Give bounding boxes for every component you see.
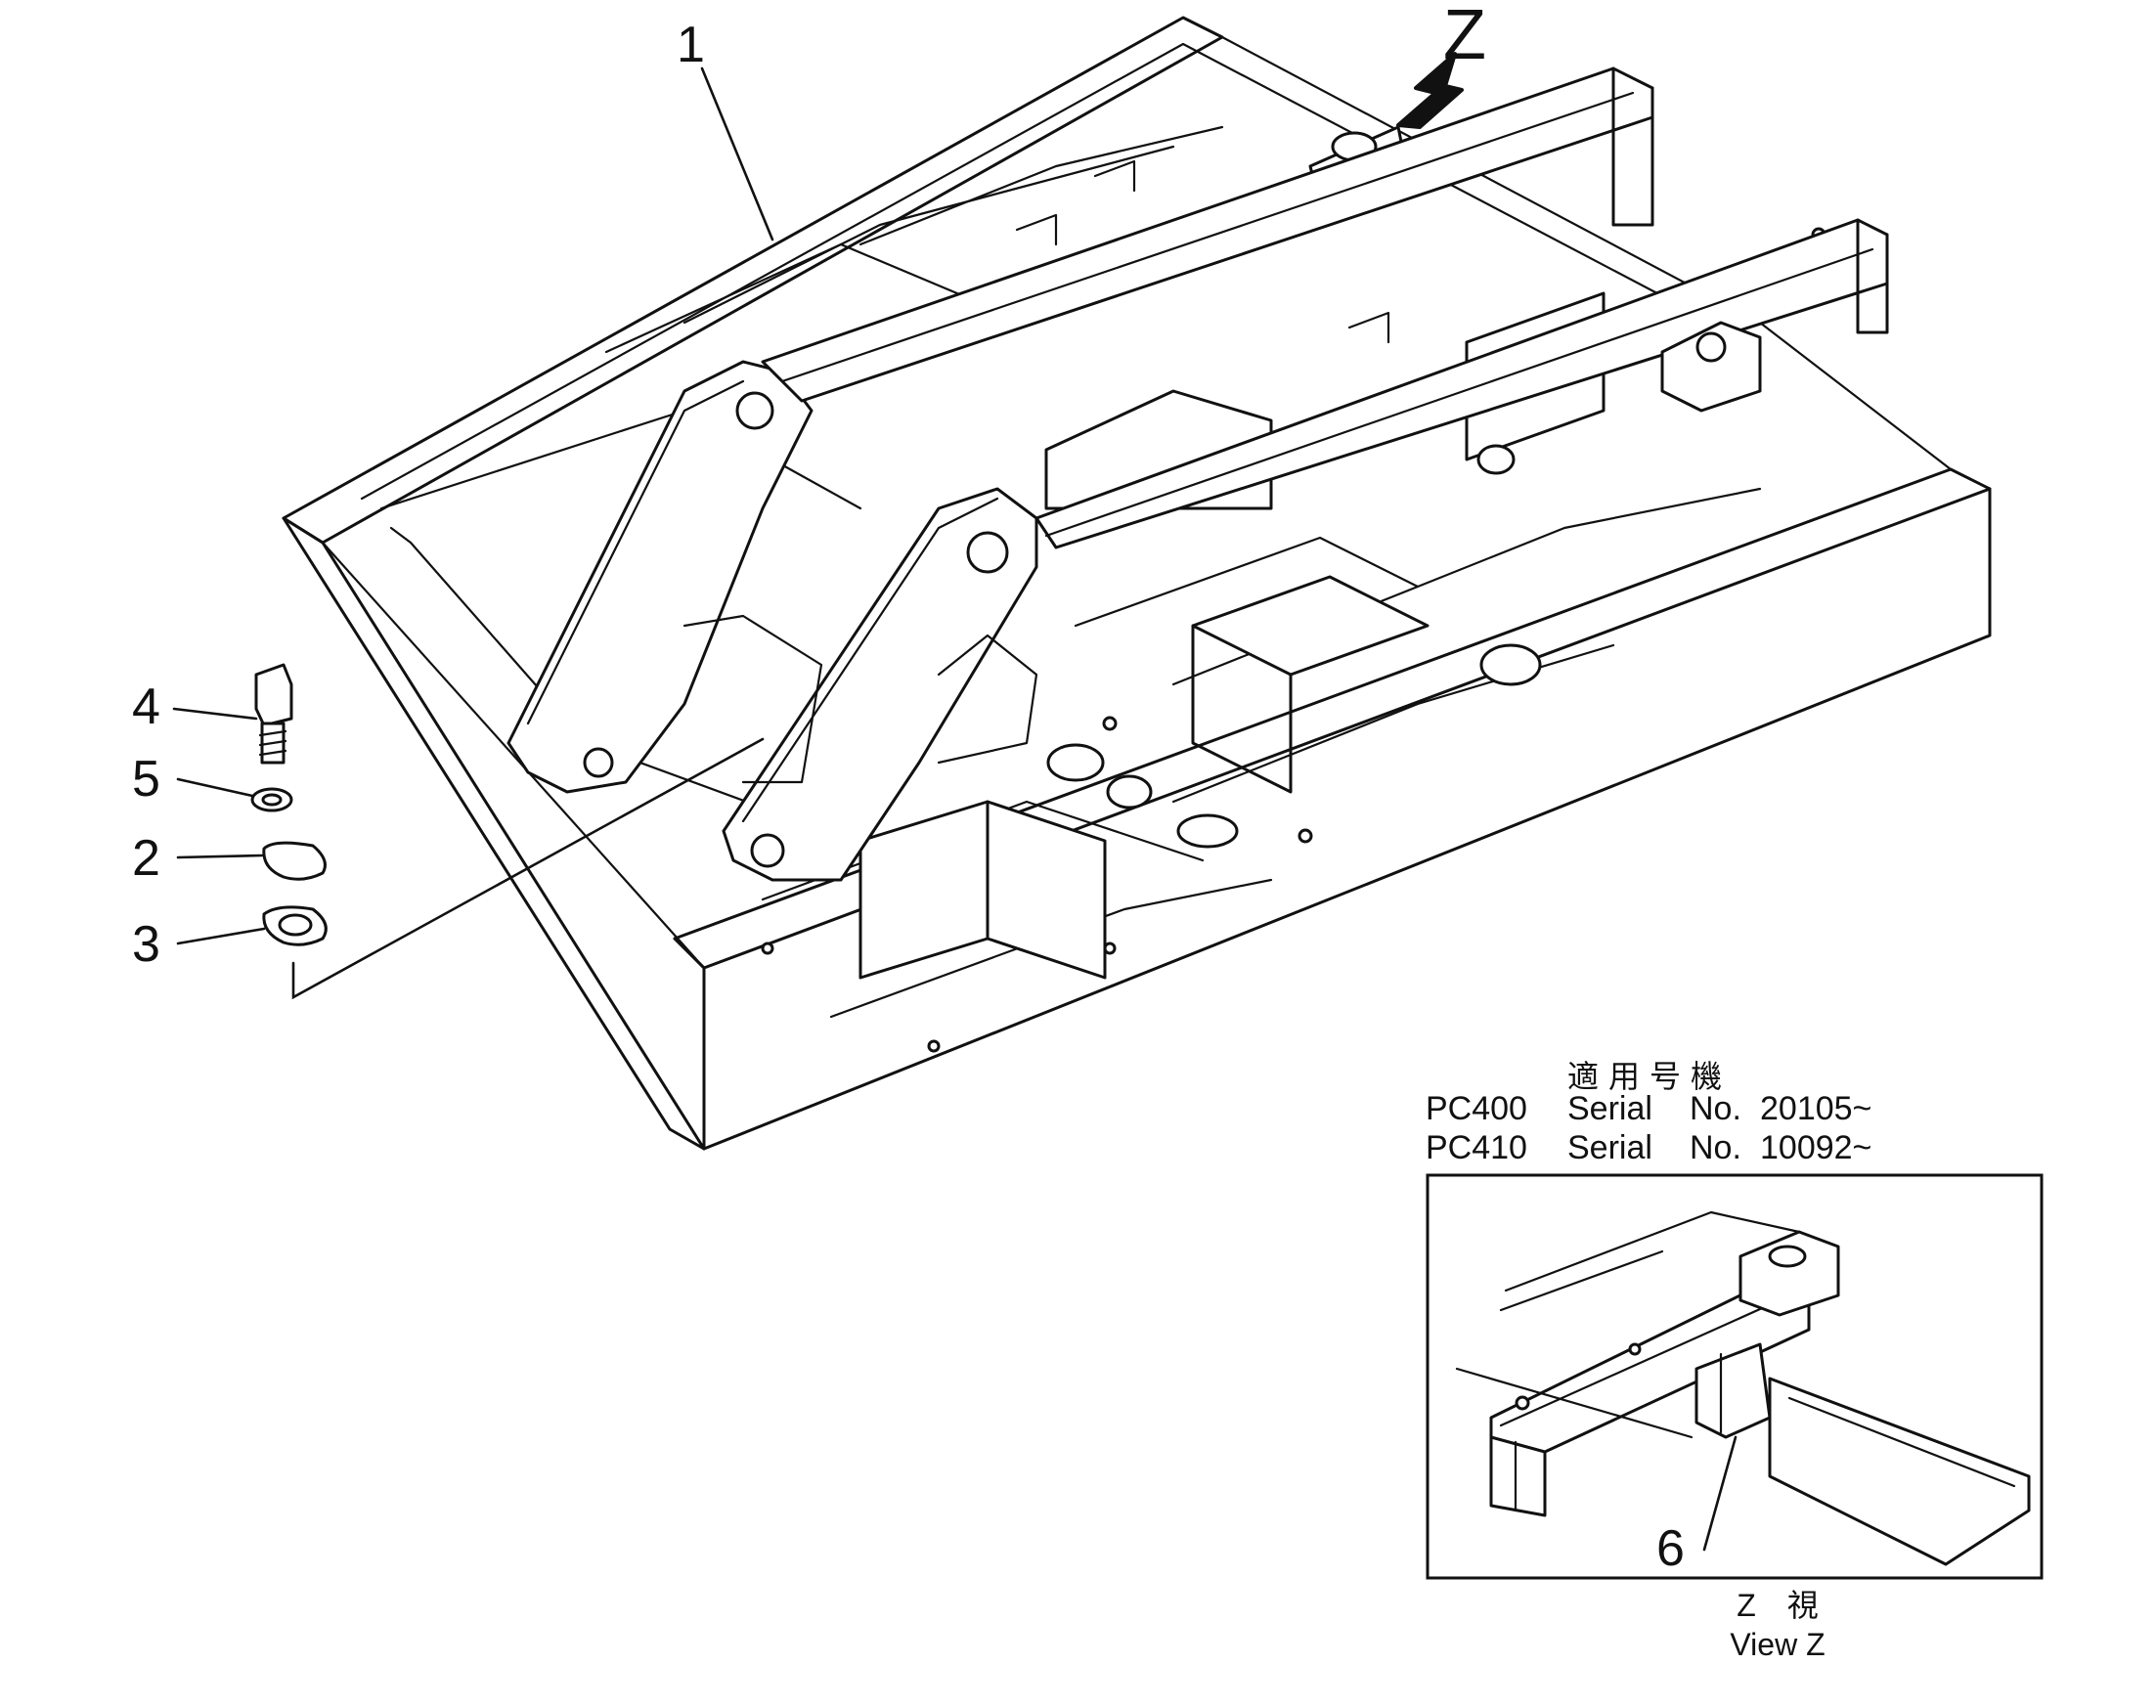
serial-start: 20105~ (1760, 1090, 1872, 1127)
callout-1: 1 (677, 17, 705, 73)
serial-label: Serial (1567, 1129, 1652, 1166)
bolt-part (254, 663, 293, 765)
serial-start: 10092~ (1760, 1129, 1872, 1166)
no-label: No. (1690, 1129, 1741, 1166)
callout-3: 3 (132, 916, 160, 973)
model-name: PC410 (1426, 1129, 1527, 1166)
view-direction-arrow-icon (1396, 52, 1464, 129)
revolving-frame (282, 16, 1992, 1151)
view-z-label: Z (1443, 0, 1486, 74)
callout-2: 2 (132, 830, 160, 887)
boom-brackets (506, 360, 1038, 882)
frame-rails (761, 66, 1889, 549)
callout-6: 6 (1656, 1520, 1685, 1577)
detail-caption-en: View Z (1730, 1627, 1826, 1662)
applicability-title: 適用号機 (1567, 1058, 1733, 1095)
cover-part (262, 841, 327, 881)
washer-part (250, 787, 293, 812)
callout-4: 4 (132, 679, 160, 735)
no-label: No. (1690, 1090, 1741, 1127)
serial-label: Serial (1567, 1090, 1652, 1127)
callout-leaders (172, 66, 774, 945)
parts-stack (250, 663, 765, 1000)
detail-caption-jp: Z 視 (1737, 1588, 1819, 1623)
detail-view-z (1426, 1173, 2044, 1580)
gasket-part (262, 905, 328, 946)
model-name: PC400 (1426, 1090, 1527, 1127)
callout-5: 5 (132, 751, 160, 808)
